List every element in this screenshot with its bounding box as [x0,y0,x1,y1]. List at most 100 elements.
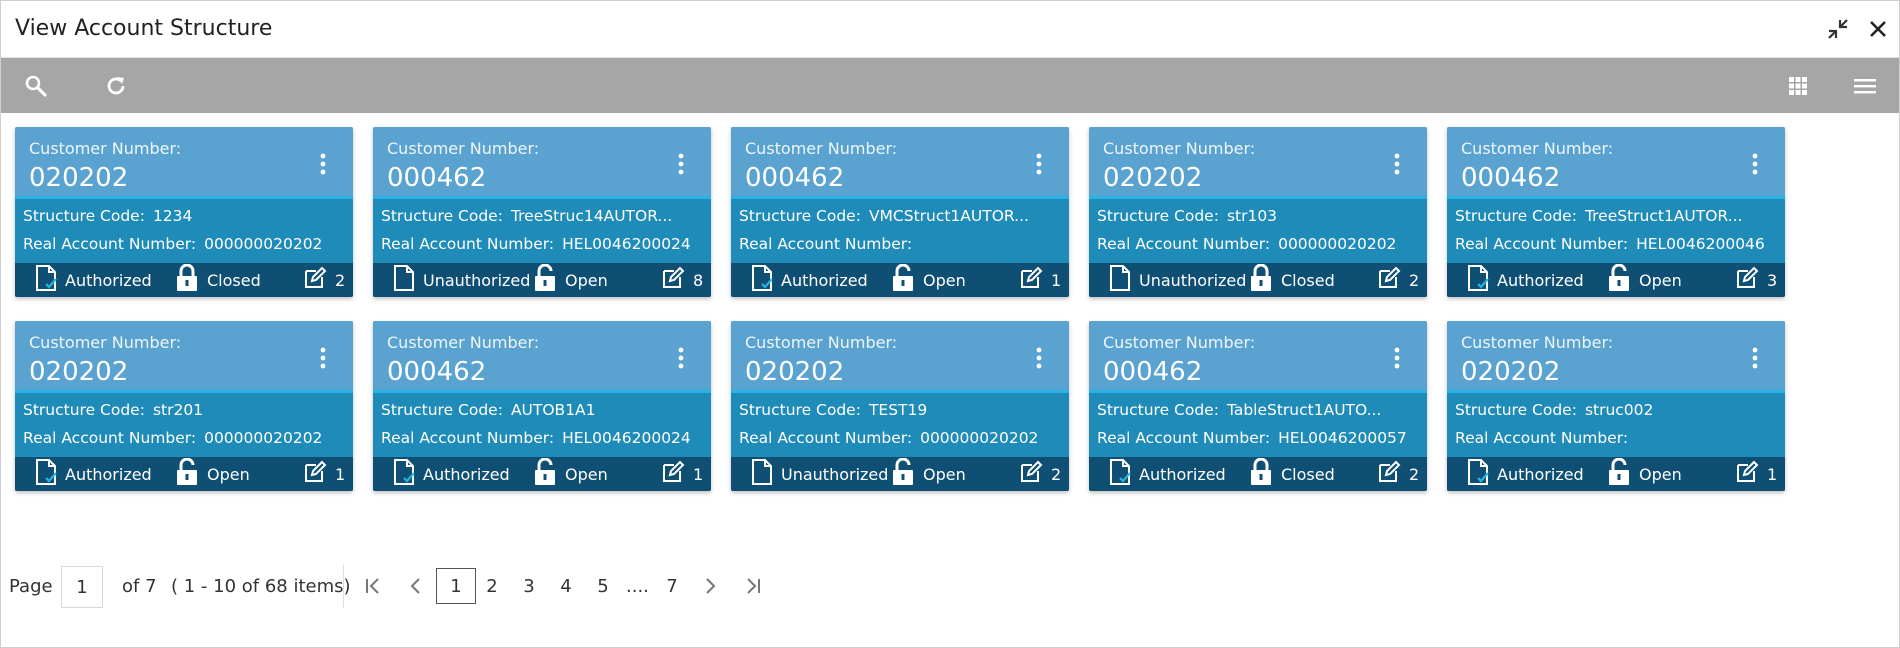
record-status-text: Open [923,464,966,484]
real-account-row: Real Account Number: [1455,429,1636,447]
close-icon[interactable] [1864,15,1892,43]
page-label: Page [9,576,53,597]
card-header: Customer Number:000462 [1089,321,1427,393]
previous-page-icon[interactable] [404,574,428,598]
more-options-icon[interactable] [669,149,693,179]
real-account-label: Real Account Number: [1097,235,1271,253]
structure-code-label: Structure Code: [1097,401,1219,419]
pagination: Page of 7 ( 1 - 10 of 68 items) 1 2 3 4 … [1,564,901,608]
edit-icon [303,266,335,294]
authorization-status: Authorized [393,459,510,489]
page-7-button[interactable]: 7 [666,575,678,597]
record-status: Closed [1249,263,1335,293]
page-number-input[interactable] [61,566,103,608]
first-page-icon[interactable] [361,574,385,598]
real-account-row: Real Account Number:HEL0046200024 [381,429,691,447]
authorized-document-icon [751,265,781,295]
modification-count[interactable]: 2 [1377,266,1419,293]
customer-number-label: Customer Number: [745,333,898,352]
edit-icon [661,266,693,294]
more-options-icon[interactable] [311,149,335,179]
authorization-status-text: Authorized [1497,270,1584,290]
modification-count[interactable]: 3 [1735,266,1777,293]
authorization-status: Authorized [1467,459,1584,487]
authorized-document-icon [393,459,423,489]
card-header: Customer Number: 020202 [731,321,1069,393]
more-options-icon[interactable] [1743,343,1767,373]
page-4-button[interactable]: 4 [560,575,572,597]
refresh-icon[interactable] [101,71,131,101]
authorization-status-text: Authorized [423,464,510,484]
customer-number-value: 000462 [387,357,487,387]
record-status-text: Open [207,464,250,484]
page-2-button[interactable]: 2 [486,575,498,597]
more-options-icon[interactable] [1385,149,1409,179]
structure-code-row: Structure Code:AUTOB1A1 [381,401,596,419]
more-options-icon[interactable] [1027,343,1051,373]
page-3-button[interactable]: 3 [523,575,535,597]
modification-count[interactable]: 2 [1019,460,1061,487]
last-page-icon[interactable] [741,574,765,598]
modification-count[interactable]: 1 [1735,460,1777,488]
structure-code-label: Structure Code: [1455,401,1577,419]
customer-number-label: Customer Number: [1461,139,1614,158]
grid-view-icon[interactable] [1783,71,1813,101]
structure-code-value: str201 [152,401,204,419]
authorization-status-text: Authorized [1139,464,1226,484]
modification-count[interactable]: 2 [1377,460,1419,487]
modification-count[interactable]: 8 [661,266,703,294]
next-page-icon[interactable] [698,574,722,598]
modification-count[interactable]: 1 [661,460,703,487]
real-account-label: Real Account Number: [23,235,197,253]
authorization-status: Authorized [35,265,152,293]
customer-number-label: Customer Number: [745,139,898,158]
real-account-row: Real Account Number:000000020202 [23,429,322,447]
more-options-icon[interactable] [669,343,693,373]
real-account-label: Real Account Number: [739,429,913,447]
structure-code-value: TreeStruc14AUTOR... [510,207,673,225]
record-status: Open [891,263,966,293]
card-header: Customer Number:020202 [1447,321,1785,393]
page-5-button[interactable]: 5 [597,575,609,597]
search-icon[interactable] [21,71,51,101]
structure-code-label: Structure Code: [381,207,503,225]
real-account-label: Real Account Number: [381,235,555,253]
card-header: Customer Number:000462 [1447,127,1785,199]
unlock-icon [1607,457,1639,490]
more-options-icon[interactable] [311,343,335,373]
modification-count-text: 2 [335,270,346,290]
record-status-text: Closed [207,270,261,290]
more-options-icon[interactable] [1385,343,1409,373]
card-header: Customer Number:000462 [731,127,1069,199]
page-1-button[interactable]: 1 [436,568,476,604]
real-account-label: Real Account Number: [381,429,555,447]
modification-count[interactable]: 1 [1019,266,1061,293]
more-options-icon[interactable] [1743,149,1767,179]
minimize-icon[interactable] [1824,15,1852,43]
real-account-value: 000000020202 [204,429,323,447]
edit-icon [1735,460,1767,488]
structure-code-row: Structure Code:str103 [1097,207,1277,225]
customer-number-value: 020202 [745,357,845,387]
list-view-icon[interactable] [1850,71,1880,101]
more-options-icon[interactable] [1027,149,1051,179]
modification-count[interactable]: 2 [303,266,346,294]
modification-count[interactable]: 1 [303,460,345,487]
card-header: Customer Number:000462 [373,127,711,199]
unlock-icon [891,457,923,490]
